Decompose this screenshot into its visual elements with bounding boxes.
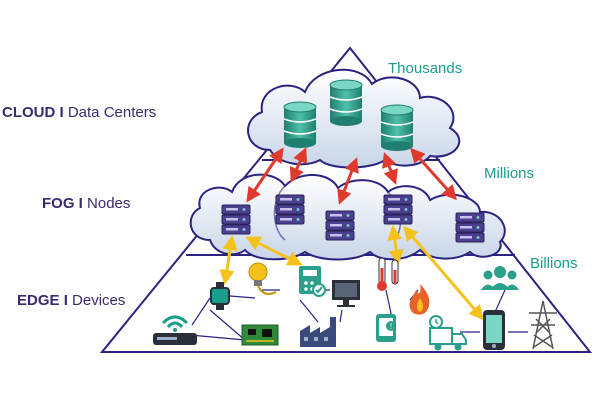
factory-icon	[300, 317, 336, 347]
red-arrow	[382, 152, 398, 185]
edge-layer-desc: Devices	[72, 292, 126, 309]
monitor-icon	[332, 280, 360, 307]
thermometer-icon	[377, 257, 399, 291]
cloud-layer-separator: I	[59, 104, 64, 121]
server-icon	[275, 194, 305, 225]
edge-layer-name: EDGE	[17, 292, 60, 309]
smartwatch-icon	[210, 282, 230, 310]
wifi-router-icon	[153, 315, 197, 345]
red-arrow	[289, 147, 308, 183]
truck-icon	[429, 315, 467, 351]
cloud-fog-links	[246, 147, 458, 205]
red-arrow	[409, 147, 458, 201]
red-arrow	[246, 147, 284, 203]
edge-layer-label: EDGE I Devices	[17, 292, 125, 309]
smartphone-icon	[483, 310, 505, 350]
red-arrow	[337, 157, 359, 205]
server-icon	[455, 212, 485, 243]
edge-count-label: Billions	[530, 255, 578, 272]
circuit-board-icon	[241, 324, 279, 346]
cloud-layer-desc: Data Centers	[67, 104, 157, 121]
cloud-layer-name: CLOUD	[2, 104, 56, 121]
database-icon	[283, 101, 317, 148]
fog-layer-label: FOG I Nodes	[42, 195, 130, 212]
phone-alert-icon: !	[376, 314, 396, 342]
server-icon	[325, 210, 355, 241]
yellow-arrow	[387, 225, 404, 265]
cloud-count-label: Thousands	[388, 60, 463, 77]
server-icon	[221, 204, 251, 235]
calculator-icon	[299, 266, 326, 297]
fog-layer-separator: I	[78, 195, 83, 212]
database-icon	[380, 104, 414, 151]
svg-text:!: !	[390, 322, 392, 331]
fog-layer-name: FOG	[42, 195, 75, 212]
lightbulb-icon	[248, 262, 277, 295]
database-icon	[329, 79, 363, 126]
cloud-layer-label: CLOUD I Data Centers	[2, 104, 156, 121]
edge-links	[189, 289, 528, 341]
people-icon	[481, 266, 519, 290]
yellow-arrow	[403, 225, 484, 321]
server-icon	[383, 194, 413, 225]
fog-layer-desc: Nodes	[87, 195, 131, 212]
fog-count-label: Millions	[484, 165, 535, 182]
fire-icon	[409, 284, 430, 315]
yellow-arrow	[245, 236, 303, 266]
fog-edge-links	[219, 225, 484, 321]
yellow-arrow	[219, 235, 238, 285]
edge-layer-separator: I	[63, 292, 68, 309]
power-tower-icon	[529, 300, 557, 350]
